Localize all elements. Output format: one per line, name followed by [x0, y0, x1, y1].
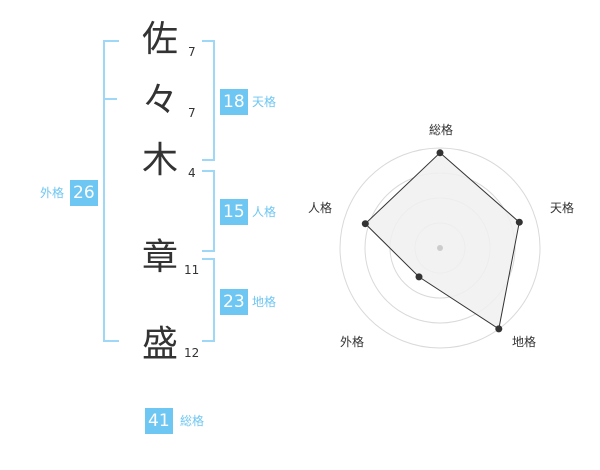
- radar-point-4: [415, 273, 423, 281]
- radar-label-jinkaku: 人格: [308, 200, 332, 215]
- radar-label-tenkaku: 天格: [550, 200, 574, 215]
- radar-point-3: [495, 325, 503, 333]
- tenkaku-bracket: [202, 40, 215, 161]
- soukaku-value: 41: [145, 408, 173, 434]
- name-char-4: 章: [141, 237, 178, 278]
- gaikaku-bracket-tick: [103, 98, 117, 100]
- gaikaku-bracket: [103, 40, 119, 342]
- stroke-count-3: 4: [188, 166, 196, 180]
- jinkaku-value: 15: [220, 199, 248, 225]
- radar-center-dot: [437, 245, 443, 251]
- gaikaku-value: 26: [70, 180, 98, 206]
- stroke-count-2: 7: [188, 106, 196, 120]
- chikaku-bracket: [202, 258, 215, 342]
- radar-point-5: [361, 220, 369, 228]
- stroke-count-4: 11: [184, 263, 200, 277]
- radar-label-chikaku: 地格: [512, 334, 536, 349]
- chikaku-value: 23: [220, 289, 248, 315]
- stroke-count-5: 12: [184, 346, 200, 360]
- gaikaku-label: 外格: [40, 186, 65, 200]
- soukaku-label: 総格: [180, 414, 205, 428]
- radar-point-1: [436, 149, 444, 157]
- jinkaku-label: 人格: [252, 205, 277, 219]
- radar-point-2: [515, 218, 523, 226]
- name-char-5: 盛: [141, 324, 178, 365]
- stroke-count-1: 7: [188, 45, 196, 59]
- name-char-1: 佐: [141, 19, 178, 60]
- name-char-2: 々: [141, 80, 178, 121]
- radar-label-gaikaku: 外格: [340, 334, 364, 349]
- radar-area: [364, 152, 520, 330]
- fortune-radar-chart: 総格 天格 地格 外格 人格: [308, 122, 574, 349]
- chikaku-label: 地格: [252, 295, 277, 309]
- radar-label-soukaku: 総格: [429, 122, 453, 137]
- tenkaku-label: 天格: [252, 95, 277, 109]
- name-char-3: 木: [141, 140, 178, 181]
- tenkaku-value: 18: [220, 89, 248, 115]
- jinkaku-bracket: [202, 170, 215, 252]
